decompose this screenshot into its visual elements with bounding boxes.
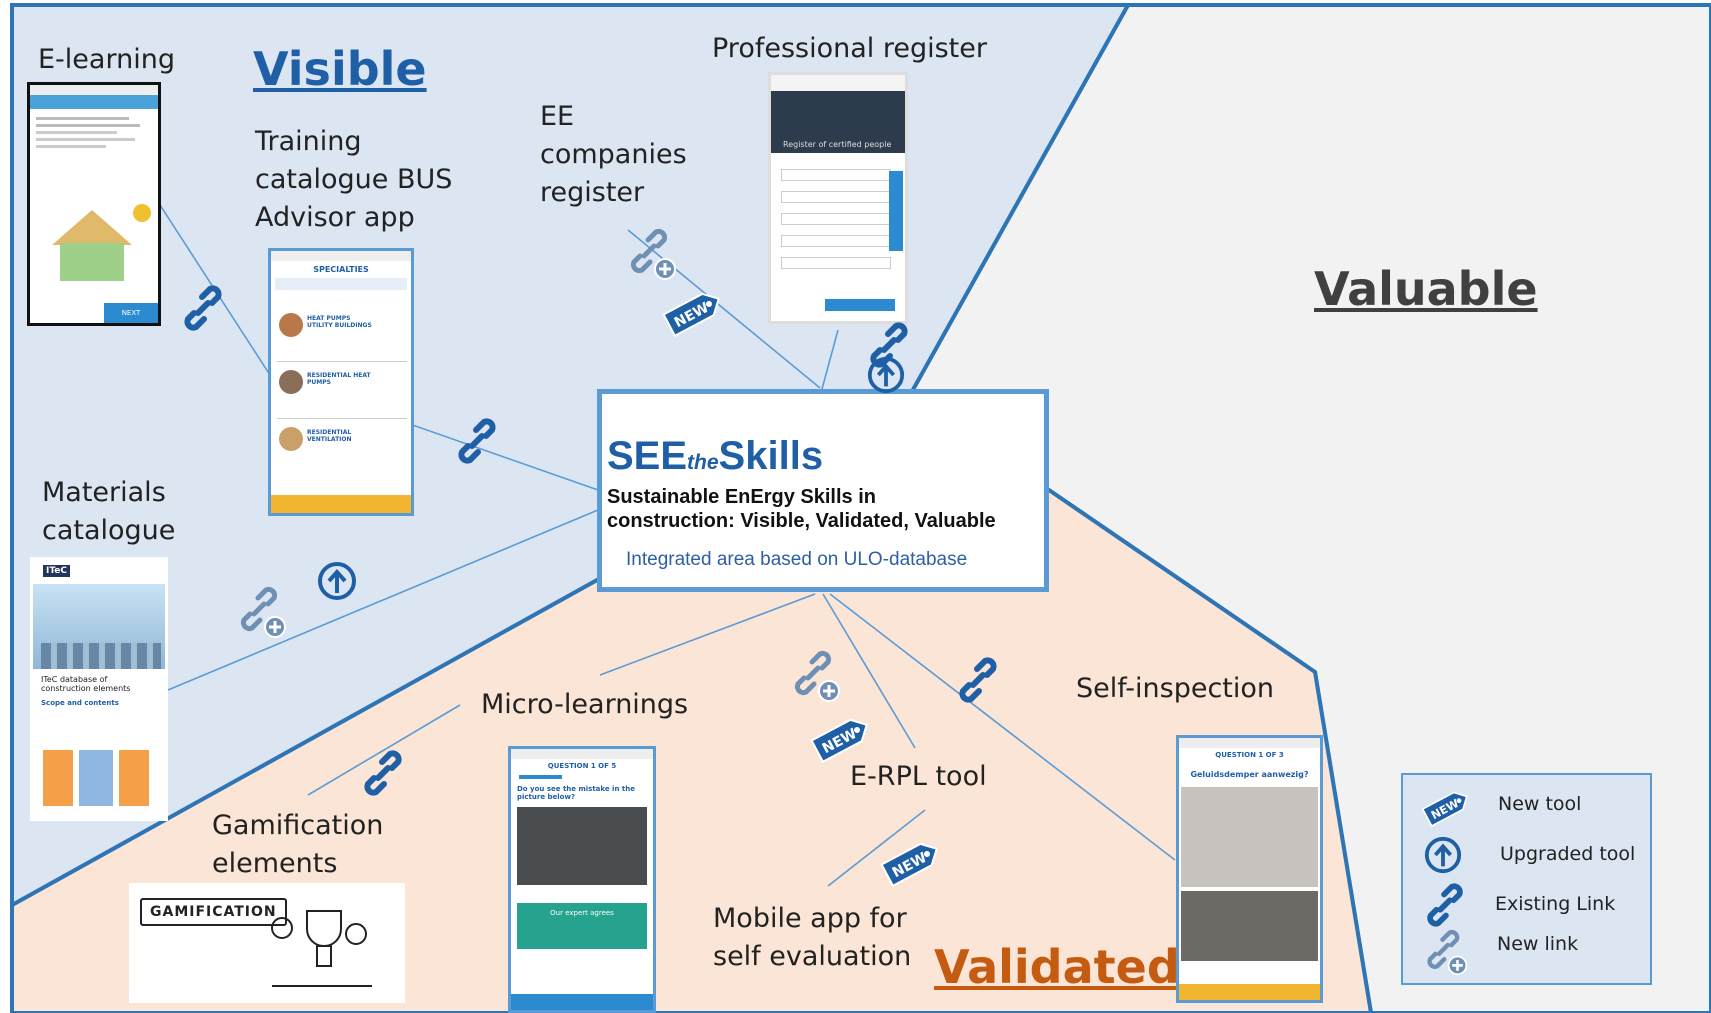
central-caption: Integrated area based on ULO-database <box>626 549 968 570</box>
elearning-next-button[interactable]: NEXT <box>104 303 158 323</box>
legend-row-upgraded-tool: Upgraded tool <box>1403 833 1650 877</box>
trophies-illustration <box>271 910 372 987</box>
selfinsp-question-text: Geluidsdemper aanwezig? <box>1190 770 1309 779</box>
label-erpl-tool: E-RPL tool <box>850 761 987 792</box>
specialties-title: SPECIALTIES <box>313 265 369 274</box>
self-inspection-screenshot: QUESTION 1 OF 3 Geluidsdemper aanwezig? <box>1176 735 1323 1003</box>
house-illustration <box>52 204 151 281</box>
micro-feedback: Our expert agrees <box>550 909 614 917</box>
existing-link-icon <box>458 418 496 464</box>
central-subtitle: Sustainable EnErgy Skills in constructio… <box>607 485 996 533</box>
zone-title-valuable: Valuable <box>1314 262 1538 316</box>
specialty-item[interactable]: RESIDENTIAL VENTILATION <box>307 429 352 443</box>
new-link-icon <box>794 650 840 702</box>
upgrade-arrow-icon <box>318 562 356 600</box>
materials-catalogue-screenshot: ITeC ITeC database of construction eleme… <box>30 557 168 821</box>
label-professional-register: Professional register <box>712 33 987 64</box>
selfinsp-question-header: QUESTION 1 OF 3 <box>1215 751 1284 759</box>
label-mobile-app: Mobile app for self evaluation <box>713 903 912 972</box>
gamification-screenshot: GAMIFICATION <box>129 883 405 1003</box>
itec-title: ITeC database of construction elements <box>41 675 131 693</box>
legend-label-existing-link: Existing Link <box>1495 893 1616 915</box>
label-training-catalogue: Training catalogue BUS Advisor app <box>255 126 453 233</box>
new-badge-icon: NEW <box>880 842 938 888</box>
register-heading: Register of certified people <box>783 140 892 149</box>
central-subtitle-line1: Sustainable EnErgy Skills in <box>607 486 876 508</box>
upgrade-arrow-icon <box>1424 836 1462 874</box>
label-ee-companies-register: EE companies register <box>540 101 687 208</box>
legend-row-new-link: New link <box>1403 929 1650 976</box>
gamification-speech-bubble: GAMIFICATION <box>140 898 287 926</box>
specialty-item[interactable]: RESIDENTIAL HEAT PUMPS <box>307 372 371 386</box>
existing-link-icon <box>959 657 997 703</box>
central-subtitle-line2: construction: Visible, Validated, Valuab… <box>607 510 996 532</box>
upgrade-arrow-icon <box>867 356 905 394</box>
new-badge-icon: NEW <box>662 292 720 338</box>
legend-label-new-tool: New tool <box>1498 793 1582 815</box>
legend-row-new-tool: NEW New tool <box>1403 783 1650 828</box>
new-badge-icon: NEW <box>810 718 868 764</box>
micro-question-header: QUESTION 1 OF 5 <box>547 762 617 770</box>
specialty-item[interactable]: HEAT PUMPS UTILITY BUILDINGS <box>307 315 372 329</box>
legend-label-new-link: New link <box>1497 933 1579 955</box>
legend-row-existing-link: Existing Link <box>1403 883 1650 927</box>
label-elearning: E-learning <box>38 44 175 75</box>
bus-advisor-screenshot: SPECIALTIES HEAT PUMPS UTILITY BUILDINGS… <box>268 248 414 516</box>
professional-register-screenshot: Register of certified people <box>768 72 908 324</box>
label-micro-learnings: Micro-learnings <box>481 689 689 720</box>
zone-title-validated: Validated <box>934 940 1180 994</box>
label-self-inspection: Self-inspection <box>1076 673 1275 704</box>
new-link-icon <box>1427 929 1468 976</box>
existing-link-icon <box>364 750 402 796</box>
micro-question-text: Do you see the mistake in the picture be… <box>517 785 635 801</box>
zone-title-visible: Visible <box>253 42 427 96</box>
micro-learnings-screenshot: QUESTION 1 OF 5 Do you see the mistake i… <box>508 746 656 1013</box>
label-materials-catalogue: Materials catalogue <box>42 477 176 546</box>
existing-link-icon <box>184 285 222 331</box>
seetheskills-logo: SEEtheSkills <box>607 434 824 478</box>
seetheskills-box: SEEtheSkills Sustainable EnErgy Skills i… <box>597 389 1049 592</box>
new-link-icon <box>240 586 286 638</box>
label-gamification: Gamification elements <box>212 810 384 879</box>
elearning-screenshot: NEXT <box>27 82 161 326</box>
itec-logo: ITeC <box>43 565 71 577</box>
existing-link-icon <box>1427 883 1463 927</box>
legend: NEW New tool Upgraded tool Existing Link… <box>1401 773 1652 985</box>
itec-subtitle: Scope and contents <box>41 699 119 707</box>
legend-label-upgraded-tool: Upgraded tool <box>1500 843 1636 865</box>
new-badge-icon: NEW <box>1421 791 1468 828</box>
new-link-icon <box>630 228 676 280</box>
